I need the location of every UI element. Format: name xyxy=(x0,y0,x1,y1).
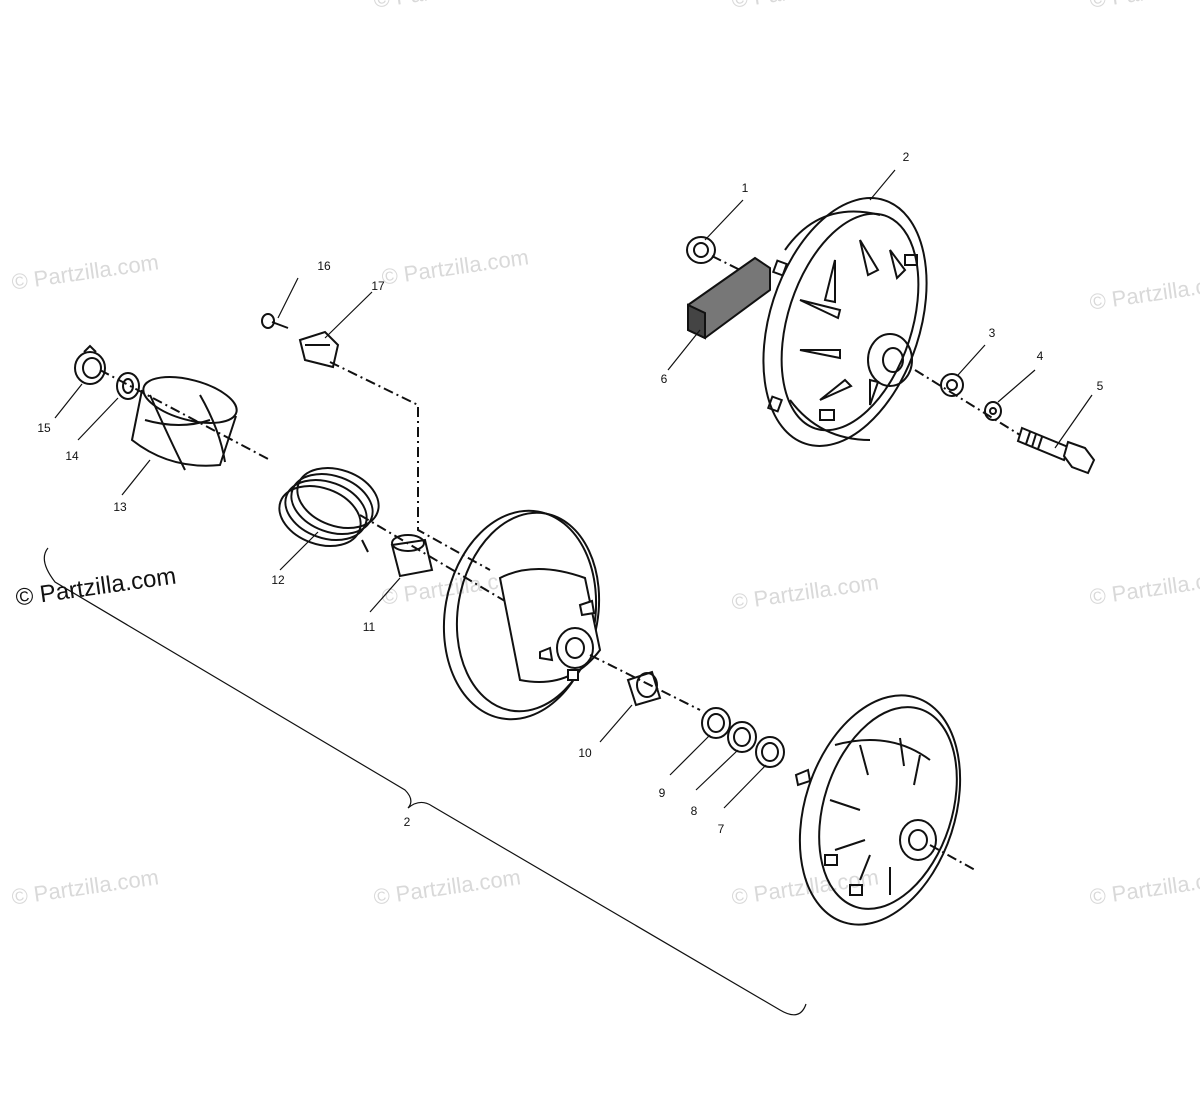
bracket-label: 2 xyxy=(403,815,411,829)
callout-11: 11 xyxy=(362,620,376,634)
callout-7: 7 xyxy=(717,822,725,836)
bushing-11 xyxy=(390,534,434,578)
washer-8 xyxy=(727,721,757,753)
washer-1 xyxy=(686,236,716,264)
cam-13 xyxy=(130,376,238,471)
callout-2: 2 xyxy=(902,150,910,164)
drive-belt xyxy=(687,256,771,340)
callout-15: 15 xyxy=(37,421,51,435)
spring-12 xyxy=(278,467,380,553)
callout-5: 5 xyxy=(1096,379,1104,393)
callout-8: 8 xyxy=(690,804,698,818)
driven-sheave-outer xyxy=(762,197,928,447)
callout-12: 12 xyxy=(271,573,285,587)
callout-4: 4 xyxy=(1036,349,1044,363)
screw-16 xyxy=(261,313,289,329)
callout-9: 9 xyxy=(658,786,666,800)
callout-16: 16 xyxy=(317,259,331,273)
callout-3: 3 xyxy=(988,326,996,340)
fixed-sheave xyxy=(794,694,962,926)
assembly-bracket xyxy=(43,547,807,1016)
callout-6: 6 xyxy=(660,372,668,386)
slider-17 xyxy=(298,330,340,369)
leader-lines xyxy=(54,169,1093,809)
movable-sheave xyxy=(442,509,602,721)
bolt-5 xyxy=(1016,426,1096,475)
washer-9 xyxy=(701,707,731,739)
callout-13: 13 xyxy=(113,500,127,514)
callout-1: 1 xyxy=(741,181,749,195)
snap-ring-15 xyxy=(74,344,106,385)
washer-7 xyxy=(755,736,785,768)
callout-17: 17 xyxy=(371,279,385,293)
bushing-10 xyxy=(626,670,662,707)
bushing-3 xyxy=(940,373,964,397)
callout-14: 14 xyxy=(65,449,79,463)
washer-14 xyxy=(116,372,140,400)
washer-4 xyxy=(984,401,1002,421)
callout-10: 10 xyxy=(578,746,592,760)
